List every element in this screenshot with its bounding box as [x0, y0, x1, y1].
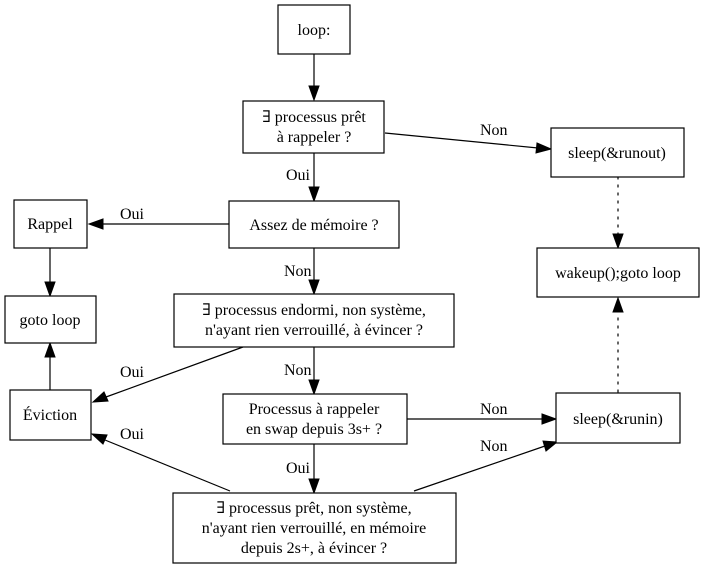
node-loop-label: loop:: [298, 22, 331, 39]
node-ready-in-memory-line-2: n'ayant rien verrouillé, en mémoire: [202, 520, 427, 537]
node-ready-in-memory-line-3: depuis 2s+, à évincer ?: [241, 540, 387, 557]
node-sleeping-process-line-2: n'ayant rien verrouillé, à évincer ?: [205, 322, 423, 339]
node-ready-in-memory: ∃ processus prêt, non système, n'ayant r…: [172, 492, 457, 564]
edge-ready-to-memory: [308, 153, 320, 203]
edge-label-ready-to-sleep: Non: [480, 122, 508, 139]
node-ready-to-recall: ∃ processus prêt à rappeler ?: [242, 100, 385, 154]
node-swap-recall-line-1: Processus à rappeler: [249, 401, 380, 418]
edge-readymem-to-eviction: [90, 433, 231, 492]
node-eviction-label: Éviction: [23, 405, 77, 424]
node-sleep-runin: sleep(&runin): [555, 392, 681, 444]
node-ready-to-recall-line-2: à rappeler ?: [277, 129, 352, 146]
node-enough-memory: Assez de mémoire ?: [228, 200, 400, 249]
node-swap-recall: Processus à rappeler en swap depuis 3s+ …: [222, 393, 408, 445]
node-rappel-label: Rappel: [27, 216, 73, 233]
node-enough-memory-label: Assez de mémoire ?: [249, 217, 378, 234]
edge-swap-to-runin: [407, 413, 558, 425]
edge-ready-to-sleep-runout: [384, 132, 553, 154]
node-ready-in-memory-line-1: ∃ processus prêt, non système,: [216, 500, 411, 517]
node-sleeping-process-line-1: ∃ processus endormi, non système,: [202, 302, 426, 319]
node-ready-to-recall-line-1: ∃ processus prêt: [262, 109, 366, 126]
node-eviction: Éviction: [9, 389, 92, 441]
edge-label-sleeping-to-eviction: Oui: [120, 364, 145, 381]
node-sleeping-process: ∃ processus endormi, non système, n'ayan…: [173, 293, 455, 348]
edge-label-ready-to-memory: Oui: [286, 167, 311, 184]
edge-runin-to-wakeup: [612, 296, 624, 393]
edge-label-readymem-to-eviction: Oui: [120, 426, 145, 443]
edge-label-memory-to-rappel: Oui: [120, 206, 145, 223]
node-sleep-runin-label: sleep(&runin): [573, 411, 663, 428]
edge-eviction-to-goto: [44, 341, 56, 390]
edge-readymem-to-runin: [413, 440, 559, 492]
edge-sleeping-to-eviction: [91, 346, 244, 403]
node-loop: loop:: [277, 4, 351, 55]
node-wakeup: wakeup();goto loop: [536, 247, 700, 298]
edge-runout-to-wakeup: [612, 176, 624, 250]
edge-swap-to-readymem: [308, 444, 320, 495]
node-sleep-runout: sleep(&runout): [550, 127, 685, 178]
node-wakeup-label: wakeup();goto loop: [555, 265, 681, 282]
edge-label-swap-to-runin: Non: [480, 401, 508, 418]
node-rappel: Rappel: [13, 199, 88, 249]
edge-label-sleeping-to-swap: Non: [284, 362, 312, 379]
edge-memory-to-sleeping: [308, 248, 320, 296]
edge-memory-to-rappel: [87, 218, 229, 230]
edge-rappel-to-goto: [44, 248, 56, 298]
node-goto-loop: goto loop: [4, 295, 97, 344]
node-swap-recall-line-2: en swap depuis 3s+ ?: [246, 421, 382, 438]
edge-label-swap-to-readymem: Oui: [286, 460, 311, 477]
node-sleep-runout-label: sleep(&runout): [568, 145, 666, 162]
edge-label-memory-to-sleeping: Non: [284, 263, 312, 280]
node-goto-loop-label: goto loop: [20, 312, 81, 329]
edge-label-readymem-to-runin: Non: [480, 438, 508, 455]
edge-sleeping-to-swap: [308, 347, 320, 396]
edge-loop-to-ready: [308, 54, 320, 102]
